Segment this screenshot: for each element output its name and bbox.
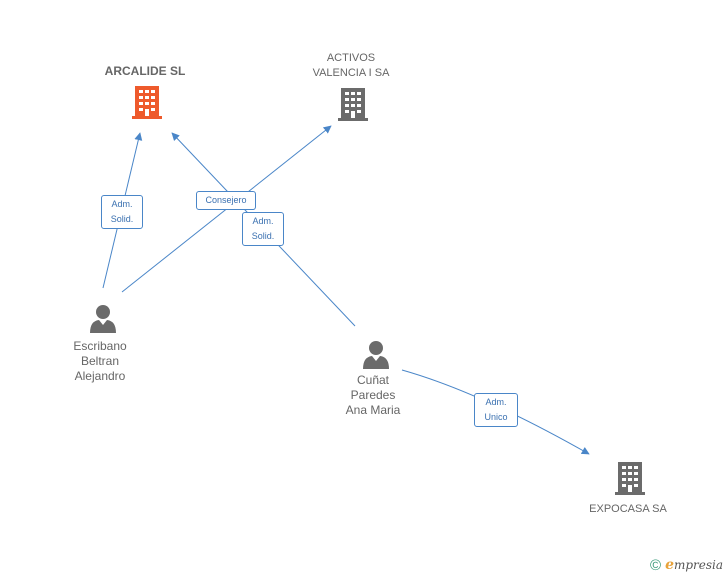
edge-label-adm-unico[interactable]: Adm. Unico <box>474 393 518 427</box>
node-label-cunat: Cuñat Paredes Ana Maria <box>345 373 401 417</box>
building-icon[interactable] <box>337 87 369 122</box>
edge-label-adm-solid[interactable]: Adm. Solid. <box>101 195 143 229</box>
edge-label-adm-solid[interactable]: Adm. Solid. <box>242 212 284 246</box>
node-label-expocasa: EXPOCASA SA <box>589 503 667 515</box>
node-label-arcalide: ARCALIDE SL <box>104 64 186 78</box>
brand-wordmark: empresia <box>665 557 724 573</box>
node-label-escribano: Escribano Beltran Alejandro <box>73 339 127 383</box>
person-icon[interactable] <box>361 339 391 369</box>
building-icon[interactable] <box>614 461 646 496</box>
person-icon[interactable] <box>88 303 118 333</box>
node-label-activos: ACTIVOS VALENCIA I SA <box>312 52 390 79</box>
building-icon[interactable] <box>131 85 163 120</box>
copyright-icon: © <box>650 556 662 574</box>
empresia-logo[interactable]: © empresia <box>650 556 723 574</box>
edge-label-consejero[interactable]: Consejero <box>196 191 256 210</box>
